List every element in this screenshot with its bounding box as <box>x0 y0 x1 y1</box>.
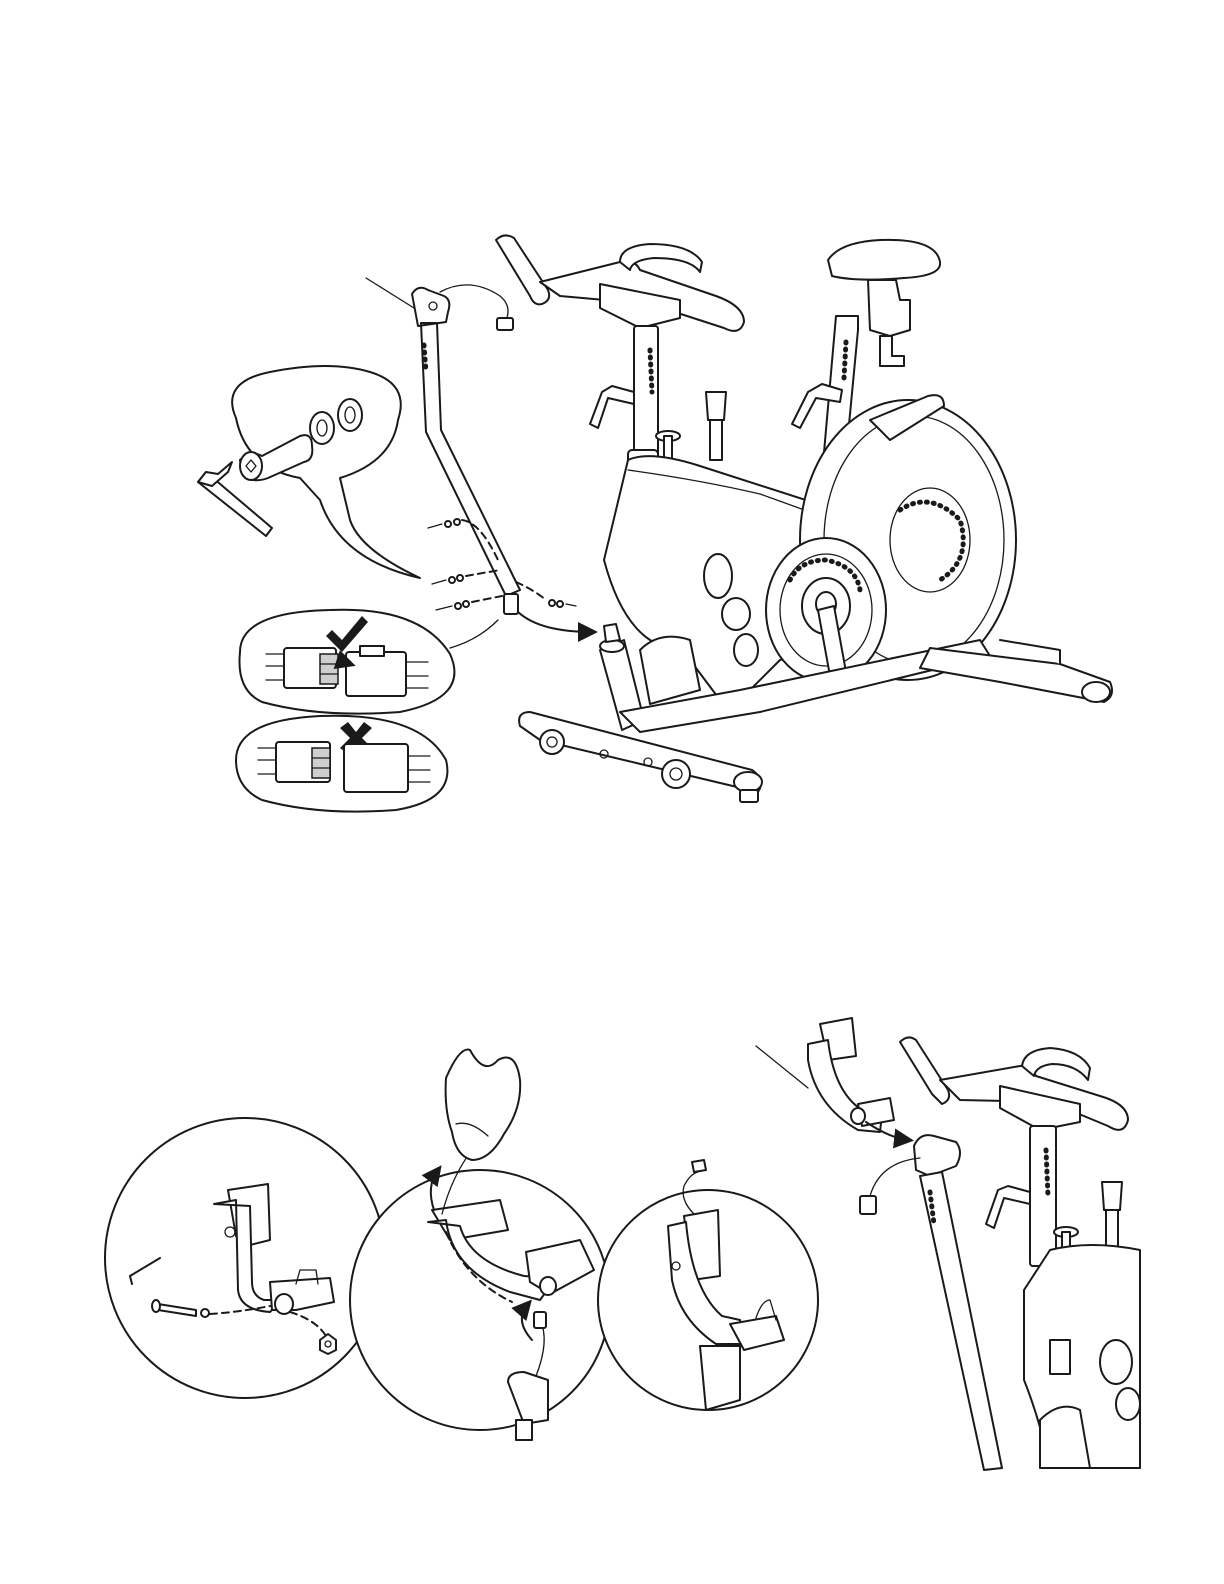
hardware-callout-bubble <box>198 366 420 578</box>
front-wheel-right <box>662 760 690 788</box>
tension-knob <box>1102 1182 1122 1210</box>
hand-icon <box>446 1050 521 1160</box>
correct-connection-bubble <box>239 610 498 714</box>
flat-washer-icon <box>338 399 362 431</box>
bike-frame <box>496 235 1112 802</box>
tension-knob <box>706 392 726 420</box>
console-mast <box>412 285 520 596</box>
arrow-icon <box>518 612 592 632</box>
bottom-figure <box>105 1018 1140 1470</box>
installed-bracket-circle <box>598 1160 818 1410</box>
handlebar <box>496 235 549 304</box>
top-figure <box>198 235 1112 811</box>
front-wheel-left <box>540 730 564 754</box>
seat <box>828 240 940 280</box>
bracket-leader-line <box>756 1046 808 1088</box>
incorrect-connection-bubble <box>236 716 447 812</box>
lock-washer-icon <box>310 412 334 444</box>
cable-routing-circle <box>350 1050 610 1440</box>
bracket-bolt-circle <box>105 1118 385 1398</box>
mast-leader-line <box>366 278 414 308</box>
bike-front-detail <box>756 1018 1140 1470</box>
locknut-icon <box>320 1334 336 1354</box>
